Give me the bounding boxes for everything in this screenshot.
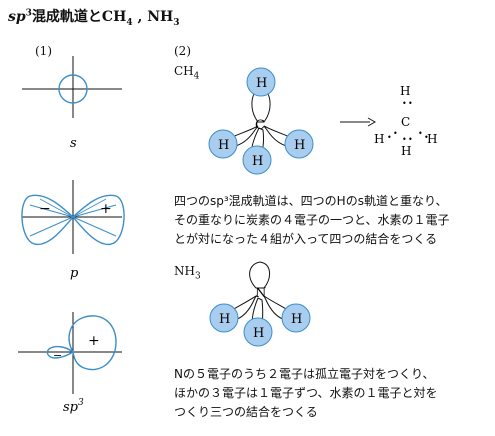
part2-label: (2) — [174, 44, 191, 58]
ch4-desc-line: 四つのsp³混成軌道は、四つのHのs軌道と重なり、 — [174, 194, 448, 208]
lewis-dot: • — [418, 129, 423, 138]
nh3-desc-line: ほかの３電子は１電子ずつ、水素の１電子と対を — [174, 386, 438, 400]
p-minus: − — [39, 201, 51, 217]
nh3-h-right: H — [291, 312, 302, 327]
nh3-desc-line: つくり三つの結合をつくる — [174, 405, 318, 419]
p-plus: + — [100, 201, 112, 217]
lewis-h-top: H — [400, 84, 410, 98]
title-sub3: 3 — [173, 17, 180, 28]
nh3-label-text: NH — [174, 264, 195, 278]
lewis-dot: • — [402, 135, 407, 144]
part1-label: (1) — [35, 44, 52, 58]
ch4-molecule: H H H H C — [208, 67, 314, 175]
ch4-h-top: H — [256, 76, 267, 91]
sp3-plus: + — [88, 333, 100, 349]
ch4-desc-line: その重なりに炭素の４電子の一つと、水素の１電子 — [174, 213, 450, 227]
lewis-c: C — [401, 115, 410, 129]
nh3-description: Nの５電子のうち２電子は孤立電子対をつくり、 ほかの３電子は１電子ずつ、水素の１… — [174, 365, 438, 422]
p-orbital — [21, 180, 125, 254]
ch4-h-right: H — [294, 138, 305, 153]
nh3-desc-line: Nの５電子のうち２電子は孤立電子対をつくり、 — [174, 367, 435, 381]
ch4-label-text: CH — [174, 64, 194, 78]
sp3-minus: − — [53, 349, 62, 362]
title-sp: sp — [8, 9, 26, 25]
orbital-diagrams: s − + p − + sp3 — [18, 56, 125, 415]
s-label: s — [70, 136, 77, 151]
lewis-dot: • — [393, 129, 398, 138]
ch4-desc-line: とが対になった４組が入って四つの結合をつくる — [174, 232, 438, 246]
nh3-n-atom: N — [255, 286, 266, 301]
lewis-h-left: H — [374, 132, 384, 146]
lewis-dot: • — [424, 133, 429, 142]
arrow-icon — [340, 117, 377, 127]
sp3-orbital — [18, 312, 122, 394]
lewis-dot: • — [408, 99, 413, 108]
sp3-label: sp3 — [63, 398, 84, 415]
title-text: 混成軌道とCH — [31, 9, 127, 25]
ch4-label-sub: 4 — [193, 71, 200, 82]
nh3-label-sub: 3 — [194, 271, 201, 282]
lewis-h-right: H — [427, 132, 437, 146]
ch4-label: CH4 — [174, 64, 199, 81]
nh3-h-bottom: H — [253, 326, 264, 341]
nh3-molecule: H H H N — [209, 261, 311, 347]
ch4-lewis-structure: H • • C H • • • • H • • H — [374, 84, 437, 158]
lewis-dot: • — [402, 99, 407, 108]
nh3-h-left: H — [219, 312, 230, 327]
title-sup: 3 — [25, 8, 32, 19]
title-sep: , NH — [132, 9, 174, 25]
lewis-dot: • — [387, 133, 392, 142]
ch4-h-bottom: H — [252, 154, 263, 169]
ch4-description: 四つのsp³混成軌道は、四つのHのs軌道と重なり、 その重なりに炭素の４電子の一… — [174, 192, 450, 249]
title-sub4: 4 — [126, 17, 133, 28]
ch4-c-atom: C — [255, 118, 265, 133]
lewis-dot: • — [408, 135, 413, 144]
p-label: p — [70, 266, 79, 281]
lewis-h-bottom: H — [401, 144, 411, 158]
nh3-label: NH3 — [174, 264, 201, 281]
s-orbital — [22, 56, 122, 118]
ch4-h-left: H — [218, 138, 229, 153]
page-title: sp3混成軌道とCH4 , NH3 — [8, 6, 180, 28]
